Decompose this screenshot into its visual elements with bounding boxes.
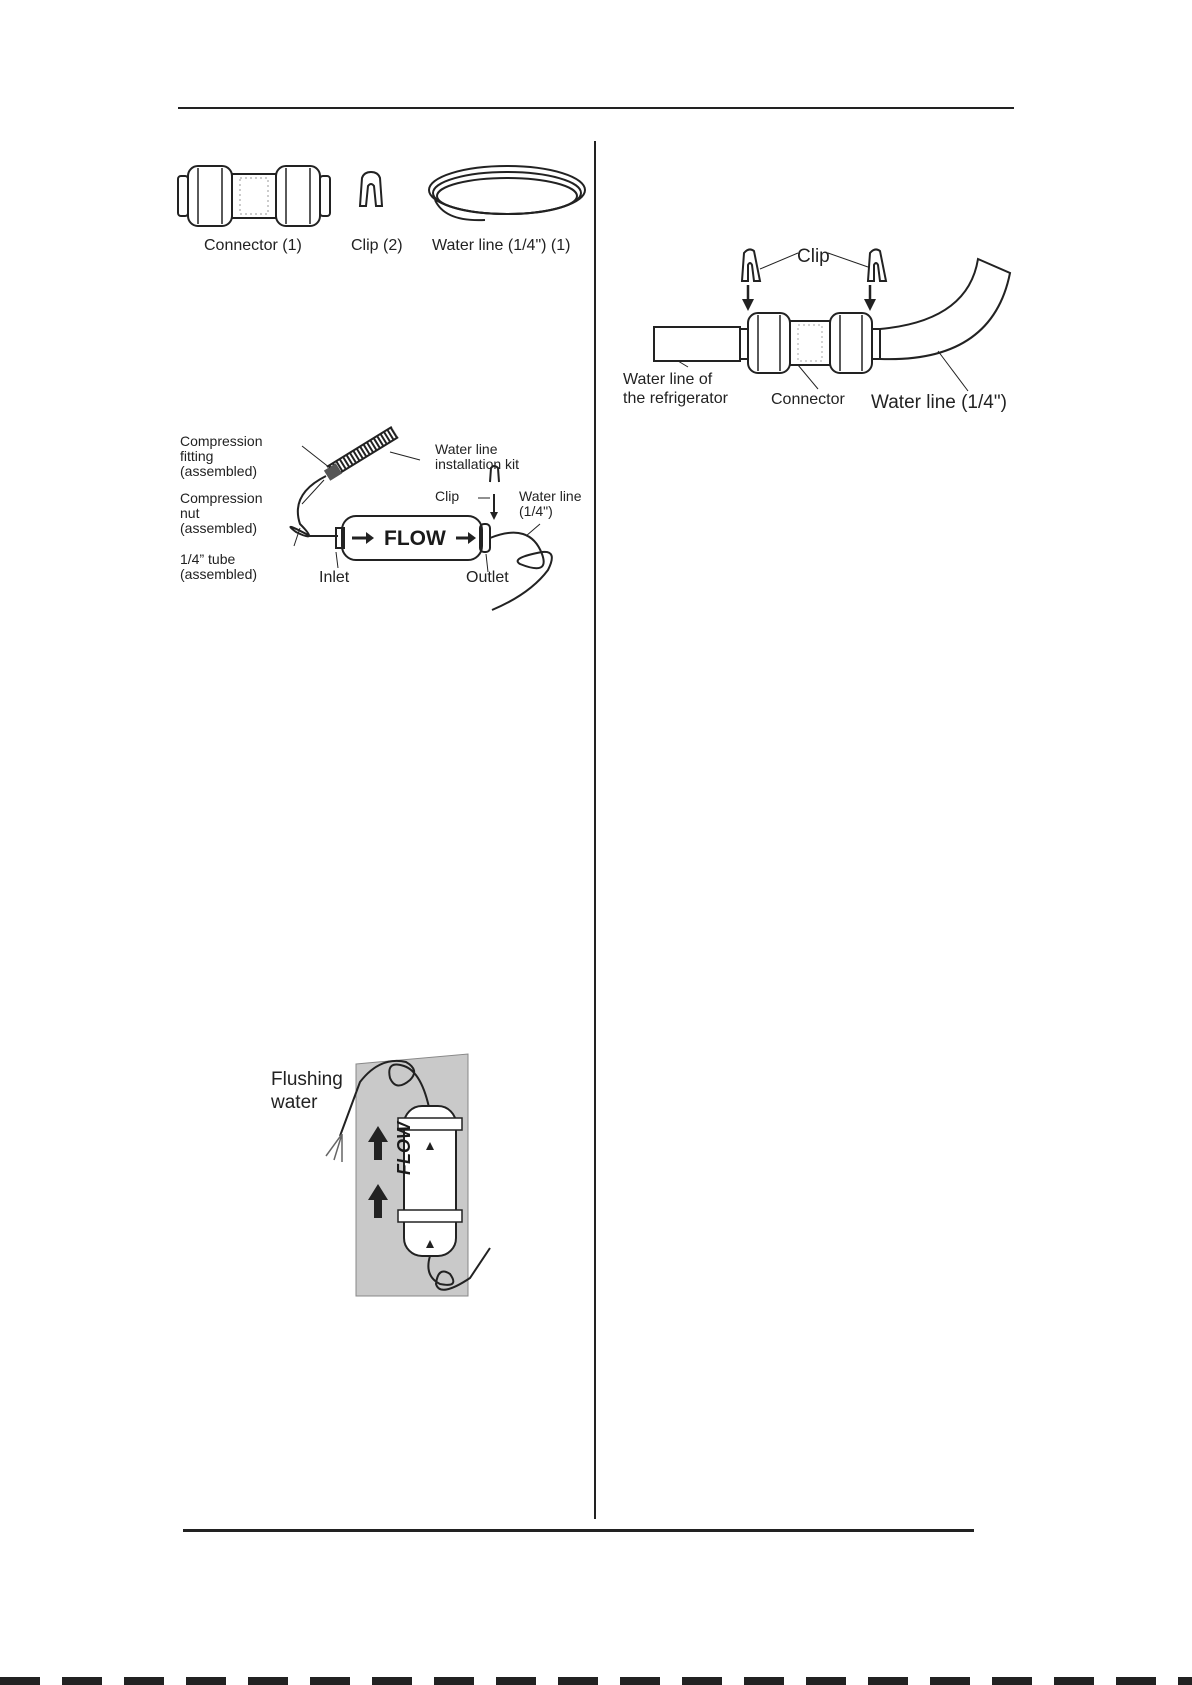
clip-icon [356,170,386,210]
flushing-filter-illustration [320,1052,520,1302]
connector-label: Connector (1) [204,237,302,255]
clip-label: Clip (2) [351,237,403,255]
bottom-edge-strip [0,1677,1192,1685]
inlet-label: Inlet [319,569,349,587]
filter-clip-label: Clip [435,489,459,504]
water-line-coil-illustration [425,160,590,230]
header-rule [178,107,1014,109]
connector-water-line-label: Water line (1/4") [871,392,1007,413]
outlet-water-line-label: Water line (1/4") [519,489,582,519]
installation-kit-label: Water line installation kit [435,442,519,472]
connector-name-label: Connector [771,391,845,409]
flush-flow-label: FLOW [394,1122,415,1175]
connector-illustration [176,160,336,232]
compression-nut-label: Compression nut (assembled) [180,491,262,536]
flushing-water-label: Flushing water [271,1068,343,1114]
flow-label: FLOW [384,527,446,551]
compression-fitting-label: Compression fitting (assembled) [180,434,262,479]
water-line-label: Water line (1/4") (1) [432,237,570,255]
tube-label: 1/4” tube (assembled) [180,552,257,582]
footer-rule [183,1529,974,1532]
fridge-water-line-label: Water line of the refrigerator [623,370,728,408]
outlet-label: Outlet [466,569,509,587]
column-divider [594,141,596,1519]
connector-clip-label: Clip [797,246,830,267]
